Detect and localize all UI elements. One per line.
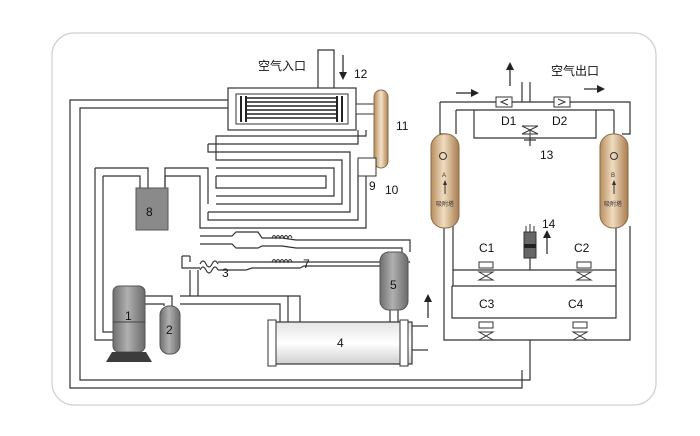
label-10: 10 [385,183,399,197]
label-1: 1 [125,309,132,323]
arrow-down-inlet-icon [339,55,347,80]
air-outlet-label: 空气出口 [551,63,599,78]
tower-b-letter: B [611,173,615,179]
component-3-valve [199,260,219,274]
component-14-silencer [523,224,537,259]
valve-c1 [477,261,495,281]
label-11: 11 [396,119,409,133]
label-8: 8 [146,205,153,219]
adsorption-tower-a [430,133,460,229]
tower-a-text: 吸附塔 [436,200,454,208]
arrow-right-top-left-icon [456,89,479,97]
flow-arrows [339,55,605,318]
component-8-separator [135,187,169,231]
component-7-expansion [271,234,293,264]
valve-c3 [477,321,495,341]
valve-c2 [575,261,593,281]
label-5: 5 [390,278,397,292]
label-9: 9 [369,179,376,193]
label-13: 13 [540,148,554,162]
component-1-compressor [106,285,152,362]
component-11-separator [373,89,389,169]
label-2: 2 [166,323,173,337]
arrow-right-outlet-icon [584,85,605,93]
label-4: 4 [337,336,344,350]
label-c4: C4 [568,297,584,311]
outer-frame [51,32,657,406]
air-inlet-label: 空气入口 [258,58,306,73]
label-c1: C1 [479,241,495,255]
component-9-10-connector [357,157,377,177]
diagram-labels: 空气入口 空气出口 1 2 3 4 5 7 8 9 10 11 12 13 14… [125,58,622,350]
arrow-up-outlet-icon [506,62,514,86]
label-c2: C2 [574,241,590,255]
left-circuit-pipes [69,99,531,389]
label-7: 7 [303,257,310,271]
tower-a-letter: A [442,173,446,179]
valve-c4 [571,321,589,341]
label-c3: C3 [479,297,495,311]
right-circuit-pipes [439,82,631,341]
component-5-tank [379,251,409,311]
component-4-condenser [267,319,413,367]
arrow-up-silencer-icon [543,230,551,254]
adsorption-tower-b [599,133,629,229]
air-inlet-pipe [317,49,335,88]
tower-b-text: 吸附塔 [604,200,622,208]
check-valve-left [495,96,513,108]
label-d2: D2 [552,114,568,128]
label-12: 12 [354,67,368,81]
label-14: 14 [542,217,556,231]
arrow-up-condenser-icon [424,294,432,318]
label-d1: D1 [501,114,517,128]
check-valve-right [553,96,571,108]
label-3: 3 [222,266,229,280]
heat-exchanger [227,87,375,131]
component-13-valve [521,125,539,141]
component-2-tank [159,305,181,355]
